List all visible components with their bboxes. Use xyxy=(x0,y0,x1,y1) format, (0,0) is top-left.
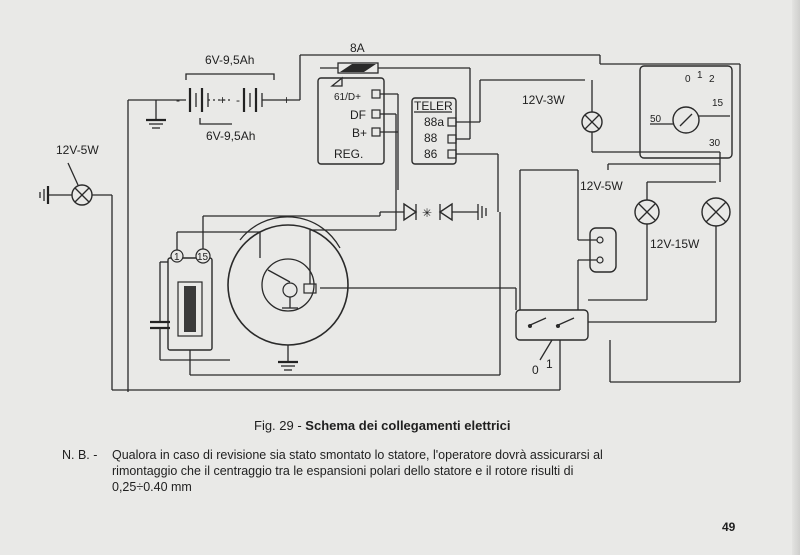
reg-b-plus: B+ xyxy=(352,126,367,140)
teler-relay: TELER 88a 88 86 xyxy=(411,79,585,212)
rear-lamp: 12V-5W xyxy=(39,100,560,392)
switch-pos-1: 1 xyxy=(697,70,703,81)
generator-stator xyxy=(227,114,486,371)
teler-terminal-88: 88 xyxy=(424,131,438,145)
reg-name: REG. xyxy=(334,147,363,161)
switch-terminal-15: 15 xyxy=(712,98,724,109)
figure-caption: Fig. 29 - Schema dei collegamenti elettr… xyxy=(254,418,511,433)
coil-terminal-15: 15 xyxy=(197,252,209,263)
warning-lamp-label: 12V-3W xyxy=(522,93,565,107)
voltage-regulator: 61/D+ DF B+ REG. xyxy=(317,76,399,190)
connector-block xyxy=(519,169,617,310)
teler-name: TELER xyxy=(414,99,453,113)
rear-lamp-label: 12V-5W xyxy=(56,143,99,157)
battery-top-label: 6V-9,5Ah xyxy=(205,53,254,67)
page-number: 49 xyxy=(722,520,736,534)
note-text: Qualora in caso di revisione sia stato s… xyxy=(112,448,603,494)
switch-terminal-30: 30 xyxy=(709,138,721,149)
battery-pack: 6V-9,5Ah 6V-9,5Ah - + - + xyxy=(128,53,600,143)
lamp-15w: 12V-15W xyxy=(588,197,731,323)
lamp-5w-label: 12V-5W xyxy=(580,179,623,193)
caption-prefix: Fig. 29 - xyxy=(254,418,306,433)
dip-switch-pos-1: 1 xyxy=(546,357,553,371)
teler-terminal-86: 86 xyxy=(424,147,438,161)
battery-plus-terminal: + xyxy=(283,93,290,107)
lamp-15w-label: 12V-15W xyxy=(650,237,700,251)
switch-terminal-50: 50 xyxy=(650,114,662,125)
ignition-coil: 1 15 xyxy=(167,212,501,376)
caption-title: Schema dei collegamenti elettrici xyxy=(305,418,511,433)
coil-terminal-1: 1 xyxy=(174,252,180,263)
fuse-8a: 8A xyxy=(320,41,471,90)
page-edge-shadow xyxy=(792,0,800,555)
svg-text:✳: ✳ xyxy=(422,206,432,220)
switch-pos-0: 0 xyxy=(685,74,691,85)
battery-minus-terminal: - xyxy=(176,93,180,107)
battery-bottom-label: 6V-9,5Ah xyxy=(206,129,255,143)
switch-pos-2: 2 xyxy=(709,74,715,85)
dip-switch: 0 1 xyxy=(486,287,589,377)
ignition-switch: 0 1 2 50 15 30 xyxy=(599,55,741,382)
condenser xyxy=(150,261,230,361)
wiring-diagram: 6V-9,5Ah 6V-9,5Ah - + - + 8A 61/D xyxy=(39,41,741,392)
teler-terminal-88a: 88a xyxy=(424,115,444,129)
lamp-5w: 12V-5W xyxy=(580,179,716,301)
reg-d-plus: 61/D+ xyxy=(334,92,361,103)
fuse-label: 8A xyxy=(350,41,365,55)
indicator-diode: ✳ xyxy=(380,202,487,222)
ground-symbol xyxy=(146,100,166,129)
battery-minus-mid: - xyxy=(236,93,240,107)
battery-plus-mid: + xyxy=(219,93,226,107)
dip-switch-pos-0: 0 xyxy=(532,363,539,377)
warning-lamp: 12V-3W xyxy=(522,80,720,153)
note-label: N. B. - xyxy=(62,448,98,462)
reg-df: DF xyxy=(350,108,366,122)
